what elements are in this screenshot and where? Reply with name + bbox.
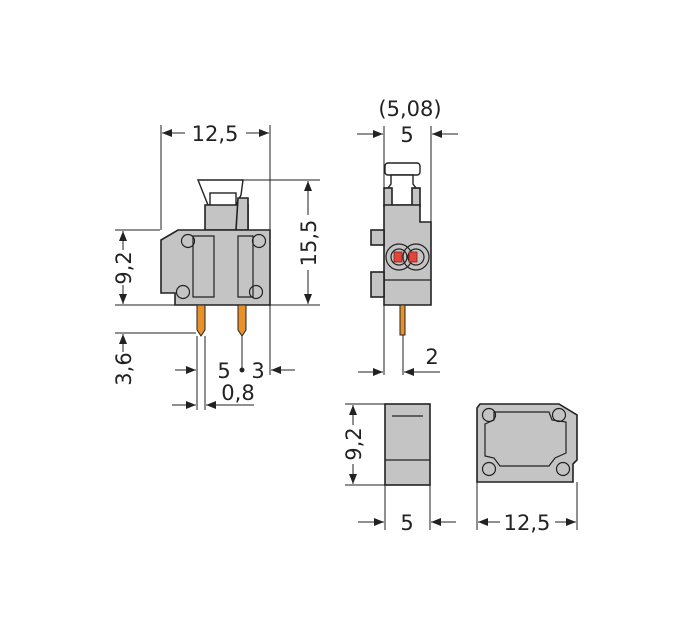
end-width-label: 5 <box>400 511 413 535</box>
end-view: 9,2 5 <box>342 403 456 535</box>
bottom-width-label: 12,5 <box>504 511 551 535</box>
front-pin-width-label: 0,8 <box>221 381 254 405</box>
front-body-height-label: 9,2 <box>112 251 136 284</box>
side-pitch-alt-label: (5,08) <box>378 97 441 121</box>
side-width-label: 5 <box>400 123 413 147</box>
side-pin-offset-label: 2 <box>425 345 438 369</box>
front-pitch-a-label: 5 <box>217 359 230 383</box>
front-height-label: 15,5 <box>297 220 321 267</box>
side-view: (5,08) 5 2 <box>357 97 458 376</box>
front-pin-length-label: 3,6 <box>112 352 136 385</box>
bottom-view: 12,5 <box>476 403 578 535</box>
front-view: 12,5 15,5 9,2 3,6 5 <box>112 122 321 410</box>
end-height-label: 9,2 <box>342 427 366 460</box>
front-width-label: 12,5 <box>192 122 239 146</box>
front-pitch-b-label: 3 <box>251 359 264 383</box>
